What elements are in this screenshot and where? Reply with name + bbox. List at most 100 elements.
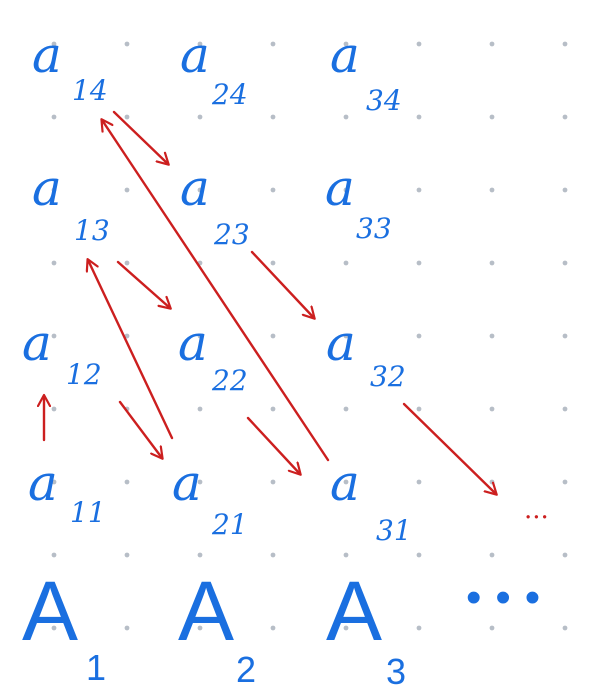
term-a13: a 13 bbox=[32, 159, 110, 247]
grid-dot bbox=[343, 187, 349, 193]
grid-dot bbox=[270, 260, 276, 266]
grid-dot bbox=[416, 406, 422, 412]
term-a21: a 21 bbox=[172, 454, 248, 541]
svg-text:a: a bbox=[22, 314, 52, 372]
grid-dot bbox=[124, 187, 130, 193]
svg-text:34: 34 bbox=[366, 84, 402, 117]
svg-text:a: a bbox=[178, 314, 208, 372]
svg-text:a: a bbox=[326, 314, 356, 372]
svg-text:a: a bbox=[172, 454, 202, 512]
svg-text:24: 24 bbox=[211, 78, 248, 111]
grid-dot bbox=[343, 114, 349, 120]
set-A1: A 1 bbox=[22, 564, 106, 688]
svg-text:a: a bbox=[32, 159, 62, 217]
grid-dot bbox=[124, 333, 130, 339]
grid-dot bbox=[489, 114, 495, 120]
grid-dot bbox=[197, 114, 203, 120]
grid-dot bbox=[51, 41, 57, 47]
svg-text:12: 12 bbox=[66, 358, 102, 391]
svg-text:21: 21 bbox=[211, 508, 248, 541]
svg-text:A: A bbox=[178, 564, 234, 658]
grid-dot bbox=[197, 625, 203, 631]
arrow-a14-to-a23 bbox=[112, 110, 168, 164]
grid-dot bbox=[416, 114, 422, 120]
grid-dot bbox=[197, 552, 203, 558]
grid-dot bbox=[124, 625, 130, 631]
term-a33: a 33 bbox=[325, 159, 392, 245]
arrow-a12-to-a21 bbox=[118, 400, 162, 458]
svg-text:A: A bbox=[22, 564, 78, 658]
set-A3: A 3 bbox=[326, 564, 406, 690]
arrow-a22-to-a31 bbox=[246, 416, 300, 474]
dot-grid bbox=[51, 41, 568, 631]
grid-dot bbox=[562, 479, 568, 485]
svg-text:a: a bbox=[330, 454, 360, 512]
grid-dot bbox=[489, 552, 495, 558]
grid-dot bbox=[489, 41, 495, 47]
grid-dot bbox=[416, 625, 422, 631]
svg-text:23: 23 bbox=[213, 218, 250, 251]
grid-dot bbox=[562, 260, 568, 266]
grid-dot bbox=[197, 406, 203, 412]
grid-dot bbox=[124, 41, 130, 47]
grid-dot bbox=[562, 552, 568, 558]
grid-dot bbox=[270, 187, 276, 193]
svg-text:31: 31 bbox=[376, 514, 412, 547]
set-A2: A 2 bbox=[178, 564, 256, 690]
grid-dot bbox=[124, 260, 130, 266]
grid-dot bbox=[343, 41, 349, 47]
term-a34: a 34 bbox=[330, 26, 402, 117]
grid-dot bbox=[197, 333, 203, 339]
grid-dot bbox=[51, 625, 57, 631]
grid-dot bbox=[489, 260, 495, 266]
term-a12: a 12 bbox=[22, 314, 102, 391]
row-continuation-dots: ... bbox=[524, 495, 549, 525]
grid-dot bbox=[562, 625, 568, 631]
grid-dot bbox=[343, 552, 349, 558]
arrow-a31-to-a14 bbox=[102, 120, 330, 462]
grid-dot bbox=[124, 552, 130, 558]
svg-text:22: 22 bbox=[211, 364, 248, 397]
svg-text:32: 32 bbox=[370, 360, 406, 393]
arrow-a23-to-a32 bbox=[250, 250, 314, 318]
grid-dot bbox=[562, 41, 568, 47]
svg-text:a: a bbox=[325, 159, 355, 217]
grid-dot bbox=[416, 333, 422, 339]
grid-dot bbox=[343, 406, 349, 412]
term-a22: a 22 bbox=[178, 314, 248, 397]
svg-text:a: a bbox=[180, 159, 210, 217]
grid-dot bbox=[270, 625, 276, 631]
grid-dot bbox=[51, 114, 57, 120]
grid-dot bbox=[51, 479, 57, 485]
grid-dot bbox=[270, 41, 276, 47]
arrow-a13-to-a22 bbox=[116, 260, 170, 308]
grid-dot bbox=[343, 333, 349, 339]
grid-dot bbox=[197, 479, 203, 485]
term-a14: a 14 bbox=[32, 26, 108, 107]
grid-dot bbox=[51, 552, 57, 558]
grid-dot bbox=[51, 260, 57, 266]
grid-dot bbox=[124, 479, 130, 485]
svg-text:11: 11 bbox=[70, 496, 106, 529]
grid-dot bbox=[270, 552, 276, 558]
svg-text:a: a bbox=[28, 454, 58, 512]
grid-dot bbox=[416, 187, 422, 193]
grid-dot bbox=[270, 333, 276, 339]
svg-text:13: 13 bbox=[74, 214, 110, 247]
grid-dot bbox=[51, 333, 57, 339]
grid-dot bbox=[489, 479, 495, 485]
grid-dot bbox=[416, 479, 422, 485]
term-a24: a 24 bbox=[180, 26, 248, 111]
grid-dot bbox=[343, 625, 349, 631]
grid-dot bbox=[562, 333, 568, 339]
grid-dot bbox=[270, 479, 276, 485]
grid-dot bbox=[416, 260, 422, 266]
grid-dot bbox=[197, 187, 203, 193]
grid-dot bbox=[51, 406, 57, 412]
grid-dot bbox=[343, 260, 349, 266]
svg-text:2: 2 bbox=[236, 649, 256, 690]
set-continuation-dots: ••• bbox=[466, 573, 554, 622]
arrow-a32-to-next bbox=[402, 402, 496, 494]
term-a31: a 31 bbox=[330, 454, 412, 547]
